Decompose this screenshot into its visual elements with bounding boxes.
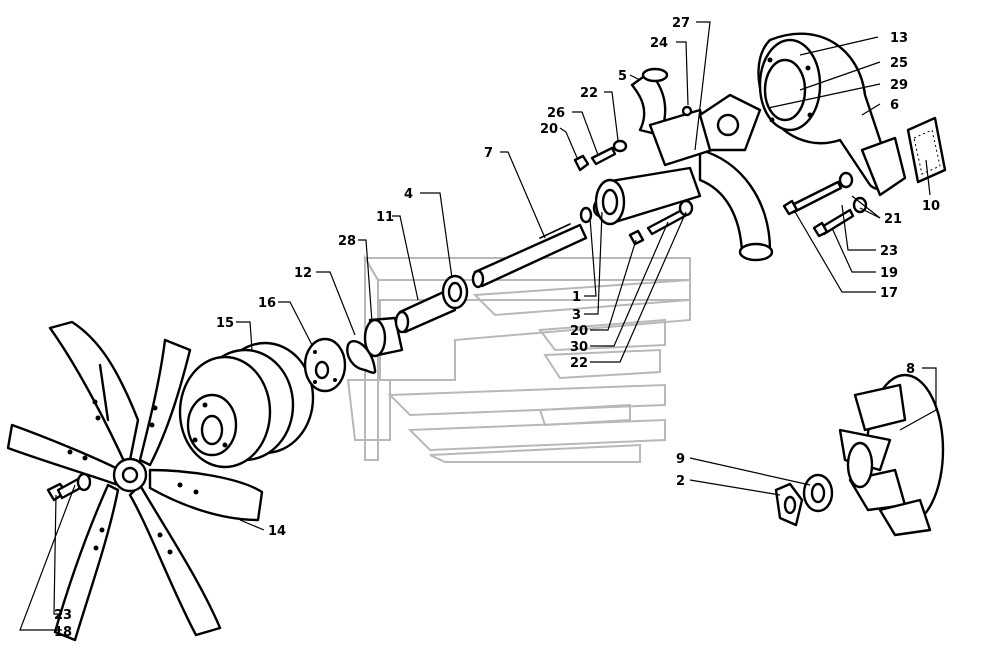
- callout-2: 2: [676, 474, 685, 489]
- seal-ring: [802, 473, 834, 513]
- callout-3: 3: [572, 308, 581, 323]
- inner-impeller: [698, 93, 762, 152]
- top-fasteners: [573, 139, 628, 172]
- lock-washer: [774, 482, 804, 527]
- callout-23: 23: [880, 244, 898, 259]
- fan-assembly: [6, 320, 264, 642]
- bearing-spacer: [394, 288, 457, 334]
- leader-lines: [19, 21, 937, 631]
- cover-bolts: [782, 171, 868, 238]
- callout-20: 20: [540, 122, 558, 137]
- hub-flange: [303, 337, 347, 393]
- callout-14: 14: [268, 524, 286, 539]
- callout-23-left: 23: [54, 608, 72, 623]
- callout-17: 17: [880, 286, 898, 301]
- callout-4: 4: [404, 187, 413, 202]
- callout-20-mid: 20: [570, 324, 588, 339]
- spacer-sleeve: [363, 316, 404, 358]
- callout-labels: 27 24 5 22 26 20 7 4 11 28 12 16 15 13 2…: [54, 16, 940, 640]
- callout-25: 25: [890, 56, 908, 71]
- callout-21: 21: [884, 212, 902, 227]
- gasket: [906, 116, 947, 184]
- callout-7: 7: [484, 146, 493, 161]
- callout-11: 11: [376, 210, 394, 225]
- callout-13: 13: [890, 31, 908, 46]
- pump-shaft: [471, 223, 588, 289]
- impeller: [838, 373, 945, 537]
- callout-10: 10: [922, 199, 940, 214]
- snap-ring: [346, 339, 377, 374]
- callout-26: 26: [547, 106, 565, 121]
- callout-12: 12: [294, 266, 312, 281]
- callout-30: 30: [570, 340, 588, 355]
- callout-1: 1: [572, 290, 581, 305]
- pulley: [178, 341, 315, 469]
- bearing: [441, 274, 469, 310]
- callout-22-mid: 22: [570, 356, 588, 371]
- callout-8: 8: [906, 362, 915, 377]
- callout-29: 29: [890, 78, 908, 93]
- callout-5: 5: [618, 69, 627, 84]
- callout-16: 16: [258, 296, 276, 311]
- background-watermark: [346, 254, 691, 463]
- callout-28: 28: [338, 234, 356, 249]
- fan-bolt: [46, 472, 92, 502]
- callout-18: 18: [54, 625, 72, 640]
- callout-22: 22: [580, 86, 598, 101]
- callout-6: 6: [890, 98, 899, 113]
- mid-fasteners: [628, 199, 694, 246]
- callout-15: 15: [216, 316, 234, 331]
- pump-body: [594, 67, 774, 262]
- callout-27: 27: [672, 16, 690, 31]
- pump-cover: [757, 32, 907, 197]
- callout-9: 9: [676, 452, 685, 467]
- callout-19: 19: [880, 266, 898, 281]
- callout-24: 24: [650, 36, 668, 51]
